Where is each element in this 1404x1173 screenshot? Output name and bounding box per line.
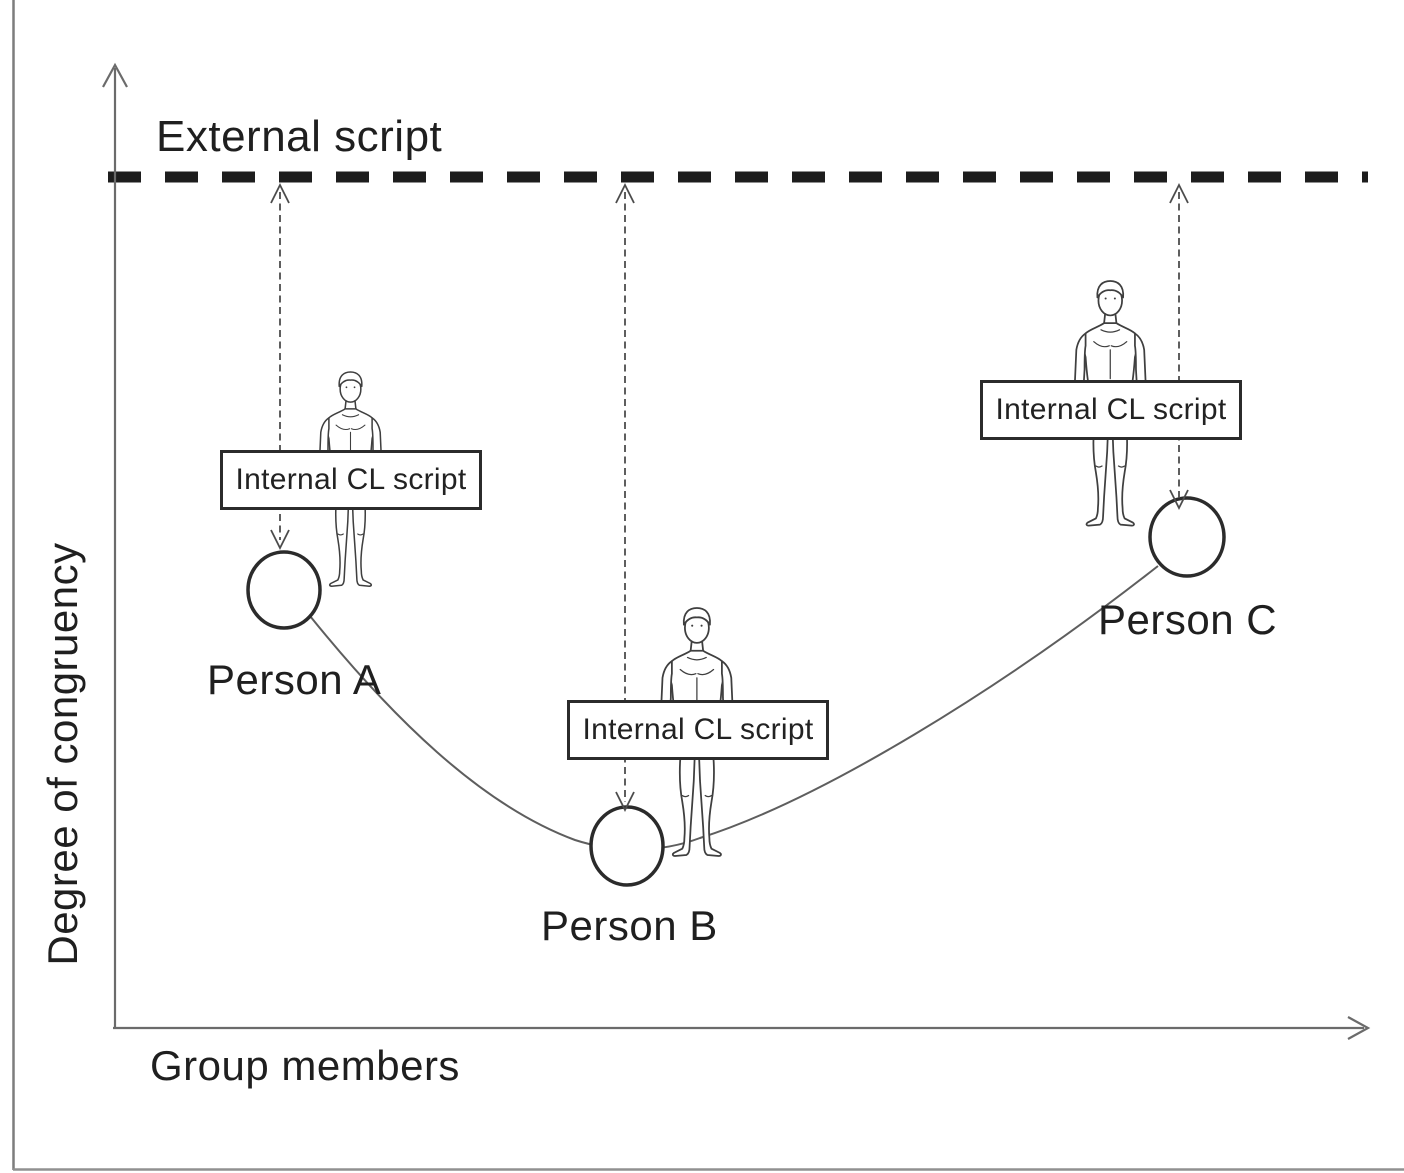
- y-axis-label: Degree of congruency: [39, 542, 86, 966]
- person-c-label: Person C: [1098, 596, 1278, 643]
- person-a-label: Person A: [207, 656, 382, 703]
- person-b-internal-script-text: Internal CL script: [582, 713, 814, 746]
- y-axis-arrowhead-icon: [102, 62, 128, 88]
- person-c-internal-script-box: Internal CL script: [980, 380, 1242, 440]
- x-axis-label: Group members: [150, 1042, 460, 1089]
- person-b-label: Person B: [541, 902, 718, 949]
- person-b-marker: [589, 805, 665, 887]
- person-a-marker: [246, 550, 322, 630]
- person-c-internal-script-text: Internal CL script: [995, 393, 1227, 426]
- person-c-marker: [1148, 496, 1226, 578]
- external-script-label: External script: [156, 112, 443, 161]
- person-a-internal-script-text: Internal CL script: [235, 463, 467, 496]
- x-axis-arrowhead-icon: [1347, 1016, 1371, 1040]
- person-a-internal-script-box: Internal CL script: [220, 450, 482, 510]
- gap-arrowheads: [270, 182, 1189, 813]
- person-b-internal-script-box: Internal CL script: [567, 700, 829, 760]
